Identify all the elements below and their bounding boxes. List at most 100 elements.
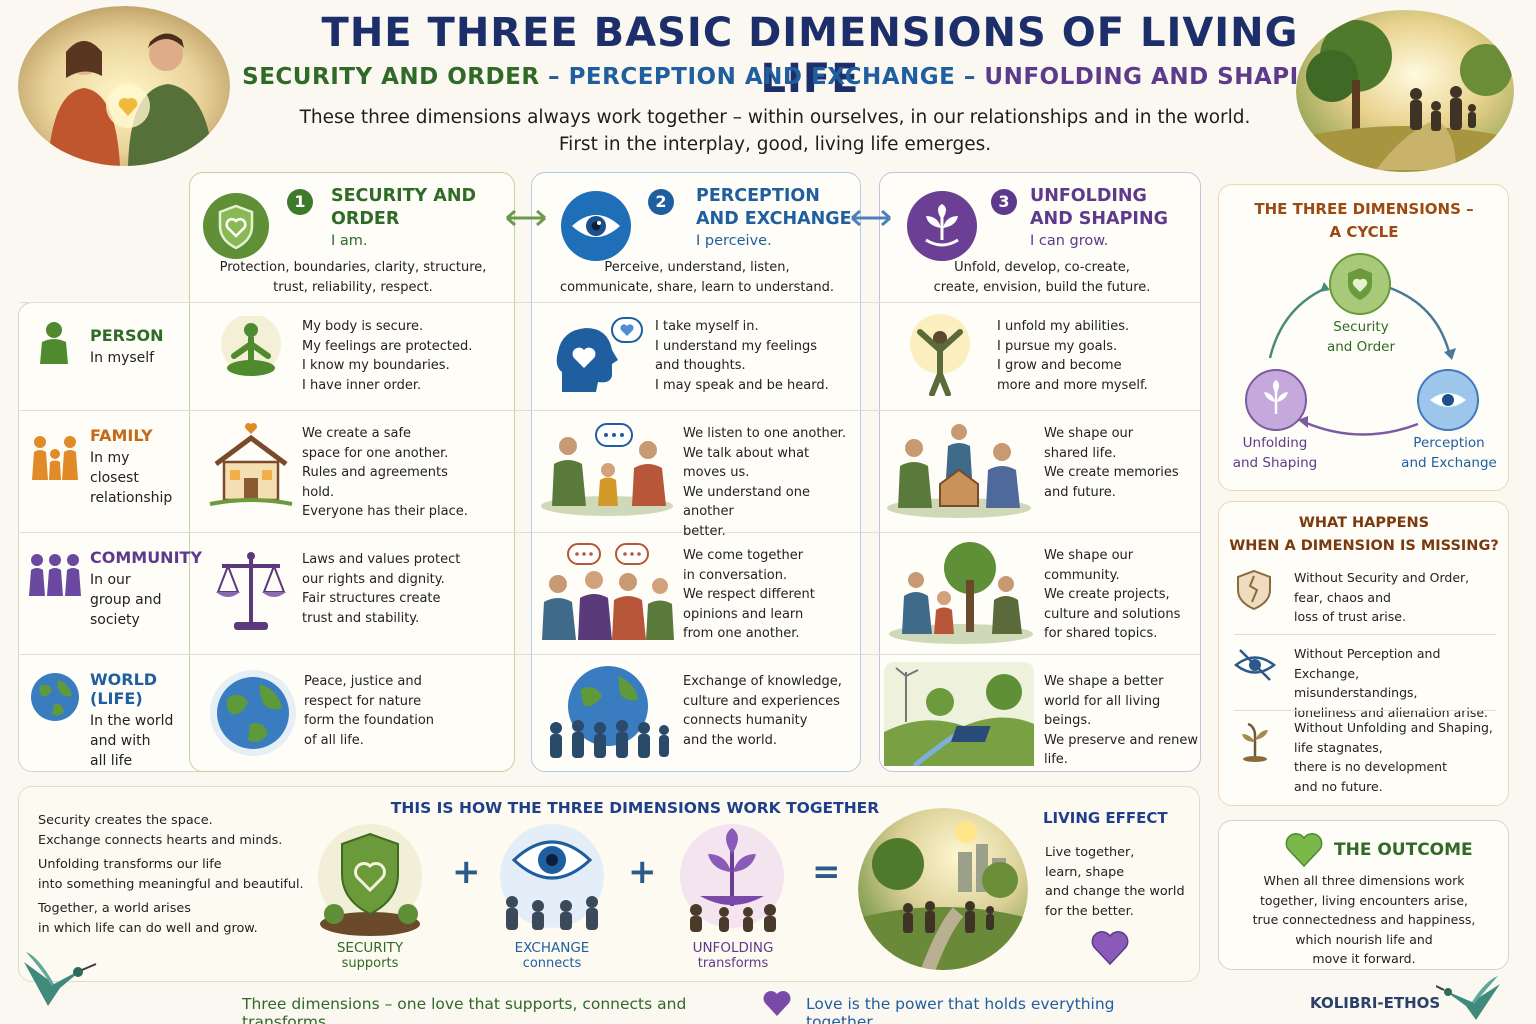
- earth-globe-illustration: [208, 668, 298, 758]
- cell-line: culture and solutions: [1044, 606, 1181, 622]
- column-header-unfolding: UNFOLDING AND SHAPING I can grow.: [1030, 185, 1200, 249]
- cell-line: We shape our: [1044, 426, 1134, 441]
- row-desc-line: closest: [90, 470, 139, 486]
- cell-line: and future.: [1044, 484, 1116, 500]
- shield-heart-icon: [202, 192, 270, 260]
- cell-line: respect for nature: [304, 693, 422, 709]
- cell-line: Fair structures create: [302, 591, 441, 607]
- cell-line: We create a safe: [302, 426, 412, 441]
- subtitle-separator: –: [955, 64, 985, 90]
- cell-line: world for all living beings.: [1044, 693, 1161, 729]
- page-subtitle: SECURITY AND ORDER – PERCEPTION AND EXCH…: [200, 64, 1380, 90]
- unfolding-plant-illustration: [672, 820, 792, 938]
- cell-person-unfolding: I unfold my abilities. I pursue my goals…: [997, 317, 1197, 395]
- purple-heart-icon: [1091, 931, 1129, 966]
- cycle-diagram: [1245, 253, 1479, 436]
- cell-line: for shared topics.: [1044, 626, 1158, 642]
- small-purple-heart-icon: [763, 991, 791, 1016]
- cell-line: hold.: [302, 484, 335, 500]
- cycle-node-security: [1329, 253, 1391, 315]
- outcome-line: true connectedness and happiness,: [1252, 912, 1476, 927]
- together-item-unfolding: UNFOLDING transforms: [676, 940, 790, 971]
- cell-line: I unfold my abilities.: [997, 319, 1130, 334]
- cell-line: We shape a better: [1044, 674, 1164, 689]
- missing-divider: [1234, 634, 1496, 635]
- together-item-security: SECURITY supports: [314, 940, 426, 971]
- plus-sign: +: [628, 852, 657, 892]
- broken-shield-icon: [1234, 568, 1274, 612]
- cell-line: from one another.: [683, 626, 800, 642]
- row-divider: [20, 654, 1200, 655]
- cycle-label-line: Security: [1333, 319, 1389, 335]
- cell-line: I know my boundaries.: [302, 358, 450, 374]
- missing-item-perception: Without Perception and Exchange, misunde…: [1294, 644, 1506, 722]
- outcome-line: which nourish life and: [1295, 931, 1433, 947]
- community-icon: [28, 552, 82, 600]
- intro-line: First in the interplay, good, living lif…: [558, 134, 992, 155]
- column-state: I am.: [331, 233, 368, 249]
- row-desc-line: and with: [90, 733, 151, 749]
- cell-person-security: My body is secure. My feelings are prote…: [302, 317, 510, 395]
- cycle-label-line: and Shaping: [1232, 454, 1318, 471]
- row-desc: In my closest relationship: [90, 448, 200, 508]
- sprout-icon: [906, 190, 978, 262]
- cell-line: I may speak and be heard.: [655, 377, 829, 393]
- row-title: FAMILY: [90, 426, 153, 445]
- cell-line: and thoughts.: [655, 358, 746, 374]
- row-title: WORLD (LIFE): [90, 670, 158, 708]
- head-heart-icon: [552, 316, 644, 396]
- column-description: Protection, boundaries, clarity, structu…: [196, 258, 510, 298]
- cell-line: Exchange of knowledge,: [683, 674, 842, 689]
- effect-line: and change the world: [1045, 884, 1185, 899]
- missing-title-line: WHEN A DIMENSION IS MISSING?: [1229, 538, 1499, 554]
- column-desc-line: Perceive, understand, listen,: [604, 260, 790, 275]
- work-together-text: Security creates the space. Exchange con…: [38, 811, 308, 938]
- house-heart-icon: [208, 420, 294, 508]
- missing-line: loss of trust arise.: [1294, 609, 1406, 624]
- row-label-person: PERSON In myself: [90, 326, 200, 368]
- family-icon: [30, 432, 80, 484]
- green-heart-icon: [1285, 833, 1323, 868]
- intro-text: These three dimensions always work toget…: [240, 104, 1310, 158]
- equals-sign: =: [812, 852, 841, 892]
- column-desc-line: Protection, boundaries, clarity, structu…: [219, 260, 487, 275]
- cycle-label-line: Perception: [1413, 435, 1485, 451]
- column-description: Perceive, understand, listen, communicat…: [540, 258, 854, 298]
- cell-line: I take myself in.: [655, 319, 759, 334]
- plus-sign: +: [452, 852, 481, 892]
- column-perception: [531, 172, 861, 772]
- family-walk-illustration: [1296, 10, 1514, 172]
- cell-family-security: We create a safe space for one another. …: [302, 424, 510, 522]
- cell-line: opinions and learn: [683, 606, 804, 622]
- outcome-text: When all three dimensions work together,…: [1226, 871, 1502, 969]
- cell-family-perception: We listen to one another. We talk about …: [683, 424, 859, 542]
- subtitle-security: SECURITY AND ORDER: [242, 64, 540, 90]
- outcome-line: When all three dimensions work: [1263, 873, 1465, 888]
- outcome-title: THE OUTCOME: [1334, 840, 1473, 860]
- missing-dimension-panel: [1218, 501, 1509, 806]
- cell-world-security: Peace, justice and respect for nature fo…: [304, 672, 510, 750]
- missing-divider: [1234, 710, 1496, 711]
- column-title: AND SHAPING: [1030, 209, 1168, 229]
- couple-illustration: [18, 6, 230, 166]
- cycle-title-line: A CYCLE: [1329, 223, 1399, 241]
- cell-world-perception: Exchange of knowledge, culture and exper…: [683, 672, 859, 750]
- effect-line: Live together,: [1045, 845, 1135, 860]
- cell-line: We preserve and renew: [1044, 732, 1198, 748]
- column-number-badge: 2: [648, 189, 674, 215]
- cell-line: form the foundation: [304, 713, 435, 729]
- double-arrow-icon: [851, 209, 891, 227]
- family-building-illustration: [884, 418, 1034, 518]
- row-divider: [20, 532, 1200, 533]
- together-line: Exchange connects hearts and minds.: [38, 832, 283, 848]
- cell-line: Laws and values protect: [302, 552, 461, 567]
- cycle-title-line: THE THREE DIMENSIONS –: [1254, 200, 1474, 218]
- missing-item-security: Without Security and Order, fear, chaos …: [1294, 568, 1504, 627]
- missing-title-line: WHAT HAPPENS: [1298, 515, 1430, 531]
- living-effect-title: LIVING EFFECT: [1043, 809, 1168, 827]
- cell-line: We shape our: [1044, 548, 1134, 563]
- row-label-family: FAMILY In my closest relationship: [90, 426, 200, 508]
- cell-line: connects humanity: [683, 713, 808, 729]
- missing-item-unfolding: Without Unfolding and Shaping, life stag…: [1294, 718, 1506, 796]
- column-header-perception: PERCEPTION AND EXCHANGE I perceive.: [696, 185, 866, 249]
